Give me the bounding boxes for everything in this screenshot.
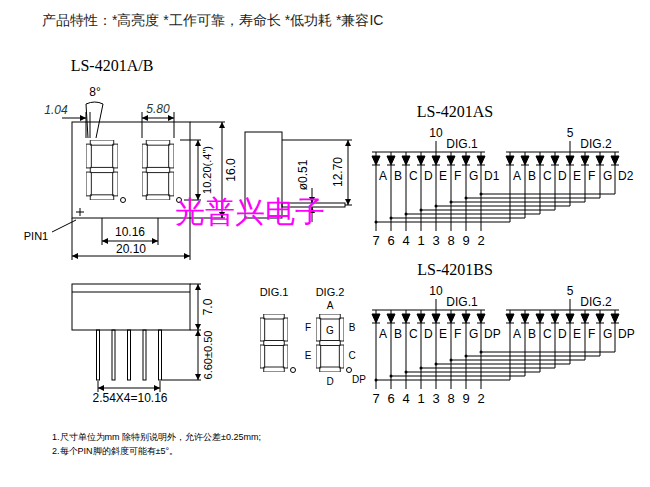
segment-name: E <box>573 328 581 340</box>
pin-label: PIN1 <box>24 231 48 242</box>
dimension: 12.70 <box>332 157 344 187</box>
dimension: 20.10 <box>116 243 146 255</box>
pin-number: 5 <box>567 127 574 139</box>
model-name: LS-4201AS <box>417 104 493 120</box>
segment-name: F <box>454 170 461 182</box>
segment-name: DP <box>352 375 366 385</box>
pin-number: 6 <box>387 234 394 247</box>
pin-number: 10 <box>429 127 442 139</box>
digit-label: DIG.1 <box>446 138 477 150</box>
segment-name: A <box>513 170 521 182</box>
segment-name: C <box>409 328 418 340</box>
segment-name: F <box>588 328 595 340</box>
note: 1.尺寸单位为mm 除特别说明外，允许公差±0.25mm; <box>52 433 261 442</box>
digit-label: DIG.2 <box>316 287 345 298</box>
segment-name: G <box>326 326 334 336</box>
dimension: 10.20(.4") <box>202 146 213 194</box>
segment-name: F <box>588 170 595 182</box>
model-name: LS-4201A/B <box>71 58 154 74</box>
segment-name: DP <box>618 328 635 340</box>
dimension: ø0.51 <box>297 160 309 191</box>
dimension: 7.0 <box>202 299 214 316</box>
segment-name: E <box>573 170 581 182</box>
pin-number: 9 <box>462 234 469 247</box>
segment-name: D2 <box>618 170 633 182</box>
segment-name: E <box>439 328 447 340</box>
segment-name: F <box>454 328 461 340</box>
segment-name: G <box>603 328 612 340</box>
dimension: 16.0 <box>225 158 237 181</box>
segment-name: D <box>424 328 433 340</box>
segment-name: B <box>528 328 536 340</box>
pin-number: 3 <box>432 234 439 247</box>
pin-number: 6 <box>387 392 394 405</box>
watermark: 光普兴电子 <box>175 197 325 227</box>
segment-name: D <box>558 328 567 340</box>
digit-label: DIG.1 <box>446 296 477 308</box>
pin-number: 4 <box>402 392 409 405</box>
segment-name: D <box>424 170 433 182</box>
pin-number: 1 <box>417 234 424 247</box>
segment-name: B <box>394 328 402 340</box>
pin-number: 10 <box>429 285 442 297</box>
segment-name: D <box>558 170 567 182</box>
segment-name: E <box>305 351 312 361</box>
led-schematic <box>372 141 619 231</box>
segment-name: A <box>379 170 387 182</box>
pin-number: 7 <box>372 234 379 247</box>
pin-number: 8 <box>447 234 454 247</box>
model-name: LS-4201BS <box>417 262 493 278</box>
digit-label: DIG.2 <box>580 138 611 150</box>
digit-label: DIG.1 <box>260 287 289 298</box>
segment-name: C <box>543 170 552 182</box>
segment-name: B <box>349 323 356 333</box>
led-schematic <box>372 299 619 389</box>
dimension: 1.04 <box>44 104 67 116</box>
angle-dimension: 8° <box>89 86 100 98</box>
pin-number: 3 <box>432 392 439 405</box>
dimension: 10.16 <box>115 226 145 238</box>
pin-number: 8 <box>447 392 454 405</box>
segment-name: A <box>379 328 387 340</box>
pin-number: 5 <box>567 285 574 297</box>
segment-name: B <box>528 170 536 182</box>
segment-name: D1 <box>484 170 499 182</box>
segment-name: B <box>394 170 402 182</box>
pin-number: 9 <box>462 392 469 405</box>
title: 产品特性：*高亮度 *工作可靠，寿命长 *低功耗 *兼容IC <box>42 13 383 27</box>
dimension: 2.54X4=10.16 <box>92 392 167 404</box>
segment-name: G <box>603 170 612 182</box>
segment-name: C <box>348 351 355 361</box>
segment-name: G <box>469 328 478 340</box>
segment-name: A <box>327 301 334 311</box>
digit-label: DIG.2 <box>580 296 611 308</box>
pin-number: 4 <box>402 234 409 247</box>
segment-name: D <box>326 377 333 387</box>
segment-name: F <box>305 323 311 333</box>
segment-name: DP <box>484 328 501 340</box>
pin-number: 2 <box>477 234 484 247</box>
pin-number: 7 <box>372 392 379 405</box>
dimension: 6.60±0.50 <box>203 331 214 380</box>
segment-name: C <box>409 170 418 182</box>
segment-name: G <box>469 170 478 182</box>
segment-name: E <box>439 170 447 182</box>
pin-number: 2 <box>477 392 484 405</box>
pin-number: 1 <box>417 392 424 405</box>
segment-name: A <box>513 328 521 340</box>
dimension: 5.80 <box>146 103 169 115</box>
note: 2.每个PIN脚的斜度可能有±5°。 <box>52 447 178 456</box>
segment-name: C <box>543 328 552 340</box>
